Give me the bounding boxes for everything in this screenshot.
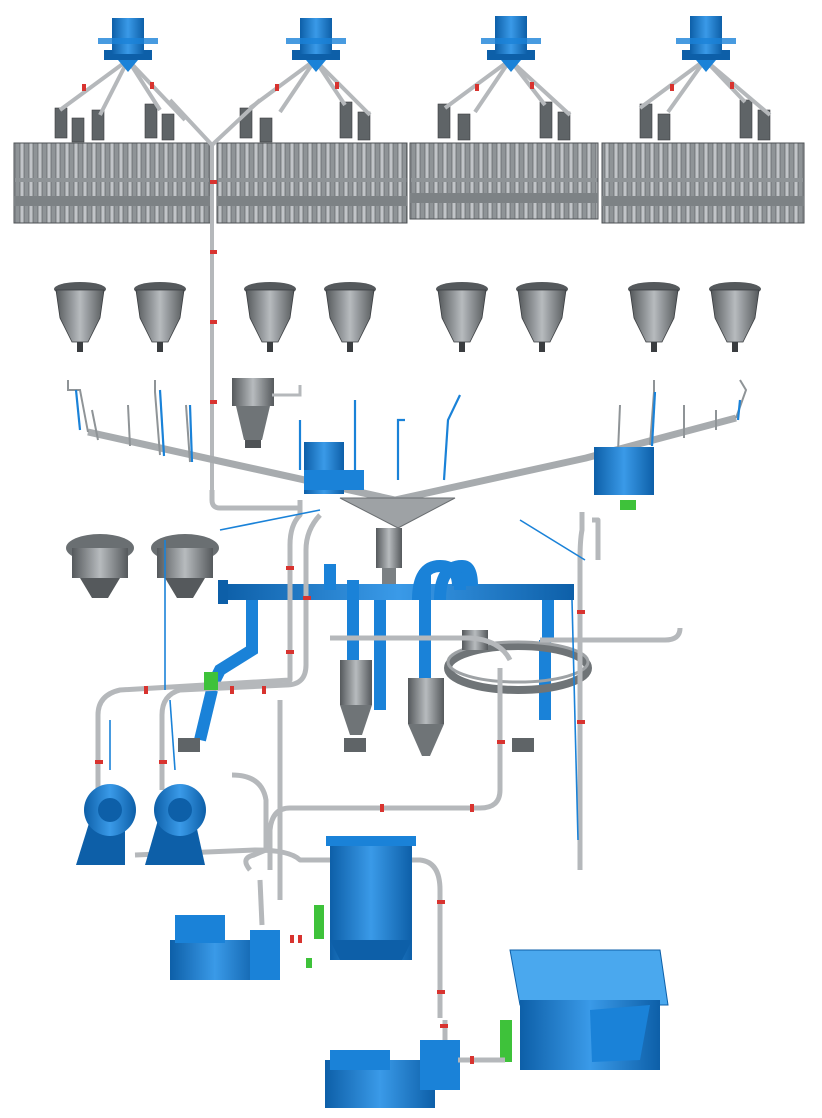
sampler-unit <box>232 378 302 448</box>
conical-tank <box>54 282 106 352</box>
slurry-pump <box>145 784 206 865</box>
conical-tank <box>134 282 186 352</box>
hydrocyclone-cluster <box>151 534 219 598</box>
flotation-cell-bank-3 <box>409 142 599 220</box>
feed-box <box>509 949 669 1070</box>
instrument-lines <box>109 509 586 841</box>
conical-tank <box>244 282 296 352</box>
pump-box-left <box>304 442 364 494</box>
knife-gate-valves <box>178 738 534 752</box>
process-pipe-flanges <box>95 566 585 994</box>
horizontal-pump <box>170 915 280 980</box>
distributor-tank-1 <box>98 18 158 72</box>
green-valve-actuators <box>204 672 512 1062</box>
flotation-cell-bank-4 <box>601 142 805 224</box>
pump-box-right <box>594 447 654 510</box>
separator-left <box>340 660 372 735</box>
horizontal-pump <box>325 1040 460 1108</box>
flotation-cell-bank-1 <box>13 142 211 224</box>
distributor-tank-3 <box>481 16 541 72</box>
top-feed-pipe-flanges <box>82 82 734 404</box>
conical-tank <box>516 282 568 352</box>
distributor-tank-2 <box>286 18 346 72</box>
conical-tank <box>436 282 488 352</box>
hydrocyclone-cluster <box>66 534 134 598</box>
main-launder <box>87 414 737 586</box>
slurry-pump <box>76 784 136 865</box>
conical-tank <box>324 282 376 352</box>
launder-drop-pipes <box>67 379 748 463</box>
conical-tank <box>709 282 761 352</box>
cell-drive-units <box>54 99 771 143</box>
separator-right <box>408 678 444 756</box>
blue-u-bends <box>412 559 478 601</box>
flotation-cell-bank-2 <box>216 142 408 224</box>
distributor-tank-4 <box>676 16 736 72</box>
bottom-flanges <box>290 935 474 1064</box>
launder-blue-risers <box>74 389 742 481</box>
conical-tank-row <box>54 282 761 352</box>
conical-tank <box>628 282 680 352</box>
process-piping <box>95 490 683 1040</box>
feed-box <box>326 836 416 960</box>
